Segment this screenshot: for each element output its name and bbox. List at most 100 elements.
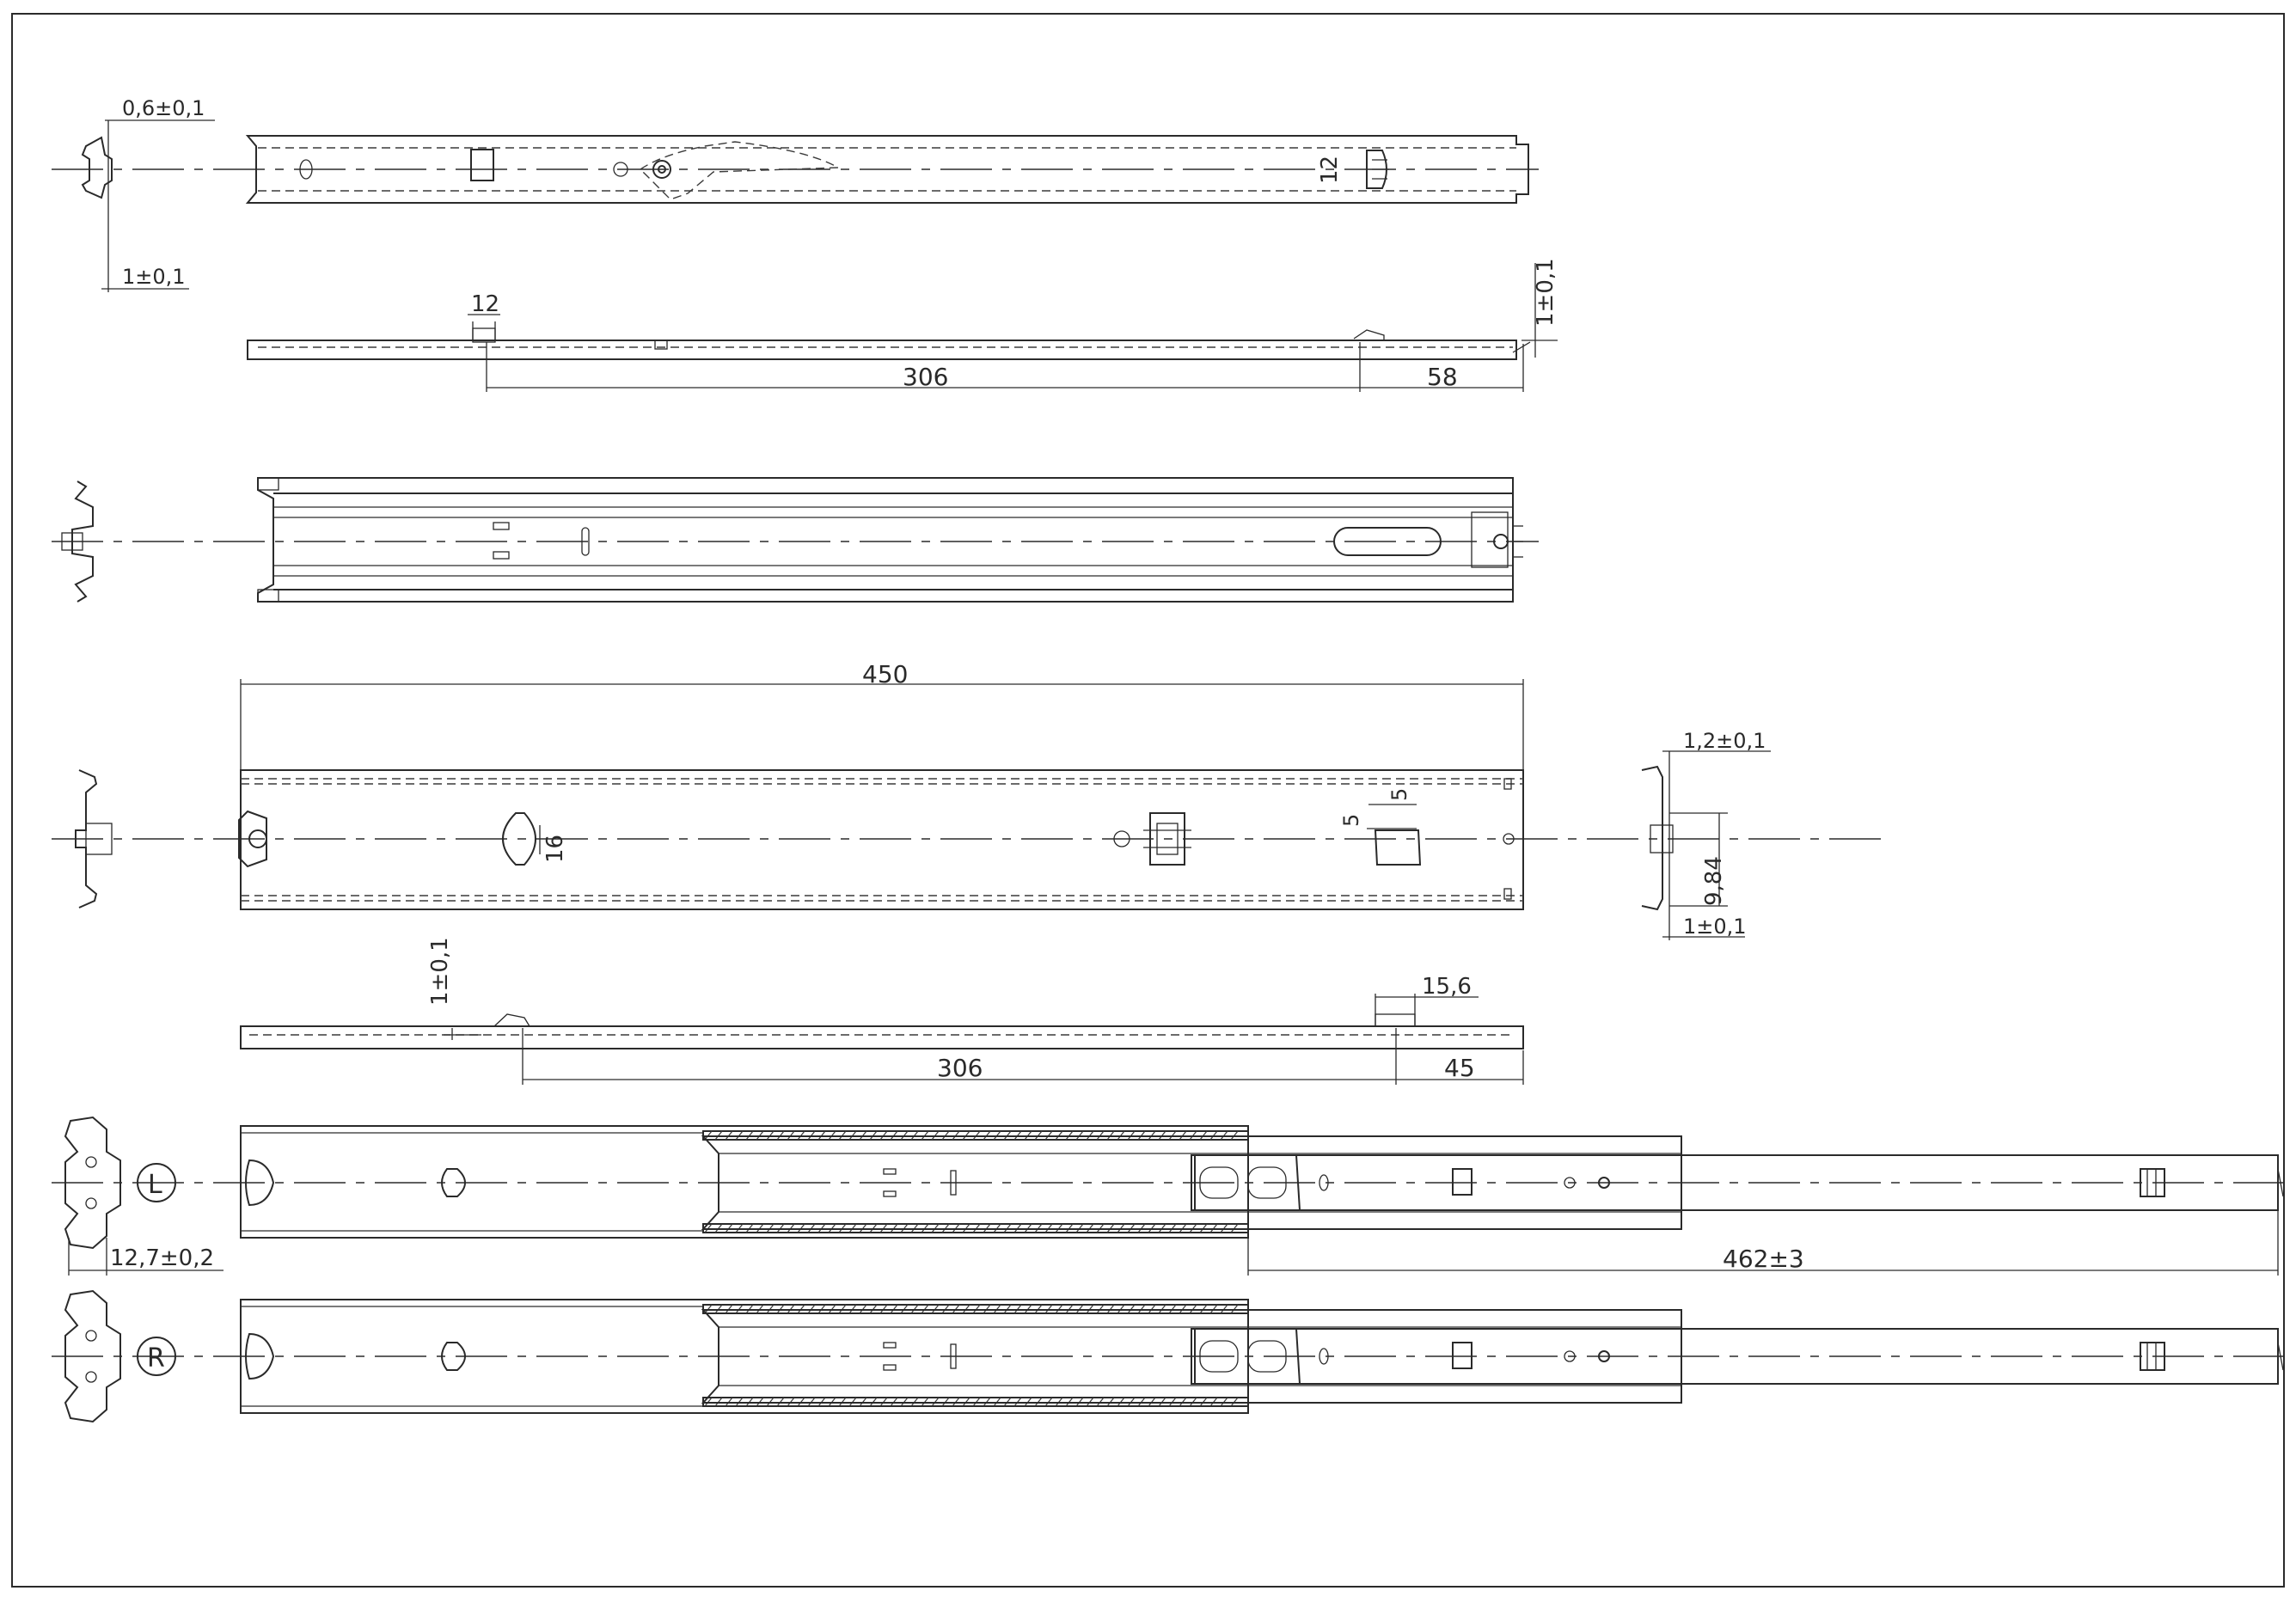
slot (883, 1364, 897, 1371)
bracket (245, 1332, 275, 1380)
ball-window (1199, 1166, 1239, 1199)
profile-core (85, 823, 113, 855)
slot (1503, 778, 1512, 790)
view-5-outer-side: 1±0,1 15,6 306 45 (240, 937, 1524, 1085)
pivot (652, 160, 671, 179)
member-outline (240, 769, 1524, 910)
dim-thickness: 1±0,1 (427, 937, 453, 1006)
stopper (1374, 829, 1422, 866)
tab (1452, 1342, 1473, 1369)
stopper (441, 1168, 466, 1197)
stopper (2140, 1168, 2165, 1197)
dim-slot: 12 (1317, 156, 1343, 184)
view-4-outer-member: 450 16 5 5 1,2±0,1 9,84 (52, 660, 1883, 940)
stopper-slot (502, 812, 536, 866)
hole (1564, 1350, 1576, 1362)
rivet (1493, 534, 1509, 549)
ball (85, 1330, 97, 1342)
dim-length-main: 306 (903, 363, 948, 391)
slot (883, 1168, 897, 1175)
view-1-inner-member: 0,6±0,1 1±0,1 12 (52, 96, 1539, 292)
tab (1452, 1168, 1473, 1196)
hole (1319, 1348, 1329, 1365)
drawing-frame (11, 13, 2285, 1588)
inner-rail (1191, 1328, 2279, 1385)
hole (1113, 830, 1130, 847)
ball-cage (1194, 1328, 1301, 1385)
profile-core (61, 532, 83, 551)
dim-width-2: 5 (1387, 788, 1411, 801)
end-tab (2277, 1342, 2284, 1371)
rear-bracket (238, 810, 267, 868)
ball-window (1247, 1340, 1287, 1373)
side-marker-left (137, 1163, 176, 1202)
dim-extension-length: 462±3 (1723, 1245, 1804, 1273)
dim-width-1: 5 (1339, 814, 1363, 827)
retainer-hatch (704, 1304, 1239, 1407)
ball (85, 1156, 97, 1168)
dim-center: 9,84 (1701, 856, 1727, 906)
rivet (1598, 1350, 1610, 1362)
latch (1353, 329, 1385, 340)
slot (883, 1190, 897, 1197)
slot (950, 1170, 957, 1196)
profile-section (71, 480, 94, 603)
inner-rail (1191, 1154, 2279, 1211)
rivet (248, 829, 267, 848)
end-flange (257, 589, 279, 603)
hole (613, 162, 628, 177)
stopper (1366, 150, 1387, 189)
slot (950, 1343, 957, 1369)
end-tab (1512, 341, 1531, 353)
stopper (441, 1342, 466, 1371)
assembly-right: R (52, 1289, 2287, 1423)
profile-right (1641, 765, 1663, 911)
side-marker-right (137, 1337, 176, 1376)
side-letter-left: L (148, 1170, 162, 1200)
assembly-left: L 12,7± (52, 1116, 2287, 1276)
dim-length-main: 306 (937, 1054, 983, 1082)
latch-bracket (1471, 511, 1509, 568)
dim-total-length: 450 (862, 660, 908, 688)
view-2-inner-side: 1±0,1 12 306 58 (247, 258, 1558, 392)
end-tab (2277, 1168, 2284, 1197)
dim-tab: 15,6 (1422, 974, 1472, 1000)
ball-window (1199, 1340, 1239, 1373)
dim-tab: 12 (471, 291, 499, 317)
stopper (2140, 1342, 2165, 1371)
rivet (1598, 1177, 1610, 1189)
member-side (240, 1025, 1524, 1049)
side-letter-right: R (147, 1343, 165, 1374)
ball-window (1247, 1166, 1287, 1199)
slot (1503, 888, 1512, 900)
hole (1564, 1177, 1576, 1189)
outer-rail (240, 1125, 1249, 1239)
tab (1375, 1013, 1416, 1027)
slot (581, 527, 590, 556)
view-3-intermediate-member (52, 477, 1539, 603)
long-slot (1333, 527, 1442, 556)
slot (493, 522, 510, 530)
dim-thickness-bottom: 1±0,1 (122, 265, 186, 289)
dim-height: 12,7±0,2 (110, 1245, 214, 1271)
bracket (245, 1159, 275, 1207)
end-flange (257, 477, 279, 491)
slot (654, 340, 668, 350)
dim-thickness-top: 0,6±0,1 (122, 96, 205, 120)
profile-section (75, 769, 98, 909)
dim-stopper: 16 (542, 835, 568, 863)
hole (1503, 833, 1515, 845)
profile-section (81, 136, 113, 199)
ball-cage (1194, 1154, 1301, 1211)
latch-inner (1156, 823, 1179, 855)
hole (299, 159, 313, 180)
dim-thickness: 1±0,1 (1533, 258, 1558, 327)
profile-assembly (64, 1289, 121, 1423)
member-side (247, 340, 1517, 360)
dim-length-end: 58 (1427, 363, 1458, 391)
slot (883, 1342, 897, 1349)
ball (85, 1197, 97, 1209)
slot (493, 551, 510, 560)
latch-block (1149, 812, 1185, 866)
